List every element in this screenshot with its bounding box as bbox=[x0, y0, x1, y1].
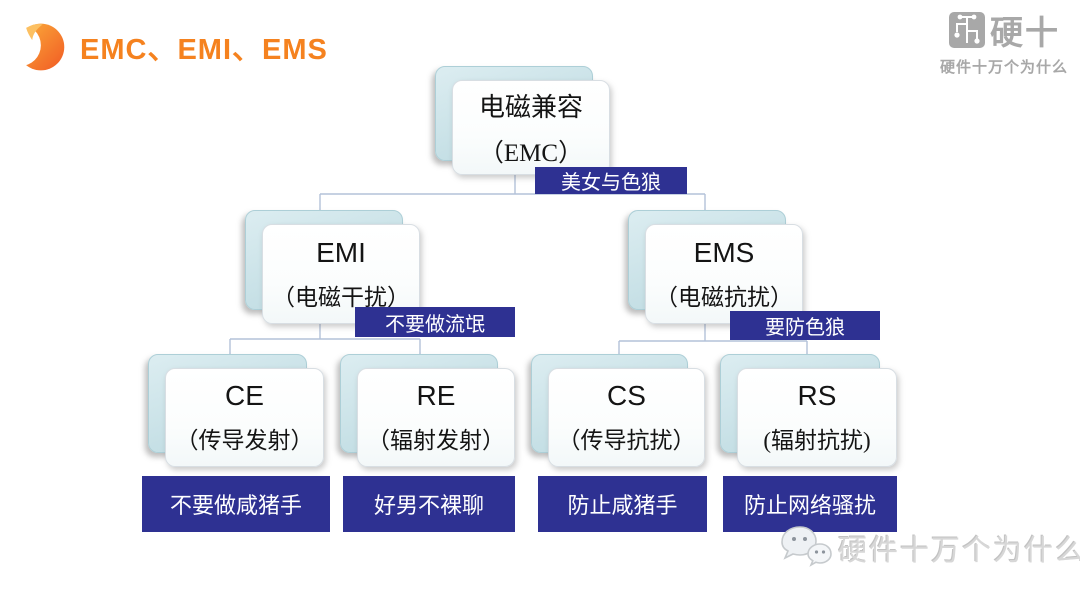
note-box-rs: 防止网络骚扰 bbox=[723, 476, 897, 532]
edge-label-emc: 美女与色狼 bbox=[535, 167, 687, 194]
node-emc: 电磁兼容 （EMC） bbox=[435, 66, 610, 175]
node-ce-line2: （传导发射） bbox=[175, 428, 314, 453]
node-re: RE （辐射发射） bbox=[340, 354, 515, 467]
edge-label-emi: 不要做流氓 bbox=[355, 307, 515, 337]
header: EMC、EMI、EMS bbox=[14, 18, 328, 76]
node-ce-card: CE （传导发射） bbox=[165, 368, 324, 467]
node-rs-line2: (辐射抗扰) bbox=[763, 428, 871, 453]
note-box-ce: 不要做咸猪手 bbox=[142, 476, 330, 532]
page-title: EMC、EMI、EMS bbox=[80, 34, 328, 66]
watermark-text: 硬件十万个为什么 bbox=[838, 535, 1080, 567]
brand-name: 硬十 bbox=[989, 14, 1060, 51]
node-ems: EMS （电磁抗扰） bbox=[628, 210, 803, 324]
node-emc-line1: 电磁兼容 bbox=[478, 92, 583, 122]
node-cs-line1: CS bbox=[607, 380, 646, 411]
node-re-card: RE （辐射发射） bbox=[357, 368, 515, 467]
node-ce: CE （传导发射） bbox=[148, 354, 324, 467]
note-box-cs: 防止咸猪手 bbox=[538, 476, 707, 532]
crescent-icon bbox=[17, 23, 65, 71]
node-emc-line2: （EMC） bbox=[478, 139, 584, 167]
node-emi-line2: （电磁干扰） bbox=[272, 284, 410, 310]
node-re-line2: （辐射发射） bbox=[367, 428, 505, 453]
node-rs: RS (辐射抗扰) bbox=[720, 354, 897, 467]
node-cs-line2: （传导抗扰） bbox=[557, 428, 696, 453]
wechat-icon bbox=[781, 526, 832, 567]
watermark: 硬件十万个为什么 bbox=[778, 524, 1080, 572]
circuit-board-icon bbox=[948, 12, 985, 48]
note-box-re: 好男不裸聊 bbox=[343, 476, 515, 532]
edge-label-ems: 要防色狼 bbox=[730, 311, 880, 340]
node-ce-line1: CE bbox=[225, 380, 264, 411]
brand-tagline: 硬件十万个为什么 bbox=[939, 59, 1068, 76]
node-rs-line1: RS bbox=[797, 380, 837, 411]
brand-block: 硬十 硬件十万个为什么 bbox=[940, 6, 1068, 77]
node-re-line1: RE bbox=[416, 380, 456, 411]
node-emc-card: 电磁兼容 （EMC） bbox=[452, 80, 610, 175]
node-cs-card: CS （传导抗扰） bbox=[548, 368, 705, 467]
brand-row: 硬十 bbox=[940, 6, 1068, 54]
node-ems-line1: EMS bbox=[693, 236, 755, 268]
node-rs-card: RS (辐射抗扰) bbox=[737, 368, 897, 467]
node-cs: CS （传导抗扰） bbox=[531, 354, 705, 467]
node-emi-line1: EMI bbox=[316, 236, 366, 268]
node-ems-card: EMS （电磁抗扰） bbox=[645, 224, 803, 324]
node-emi: EMI （电磁干扰） bbox=[245, 210, 420, 324]
node-ems-line2: （电磁抗扰） bbox=[655, 284, 793, 310]
